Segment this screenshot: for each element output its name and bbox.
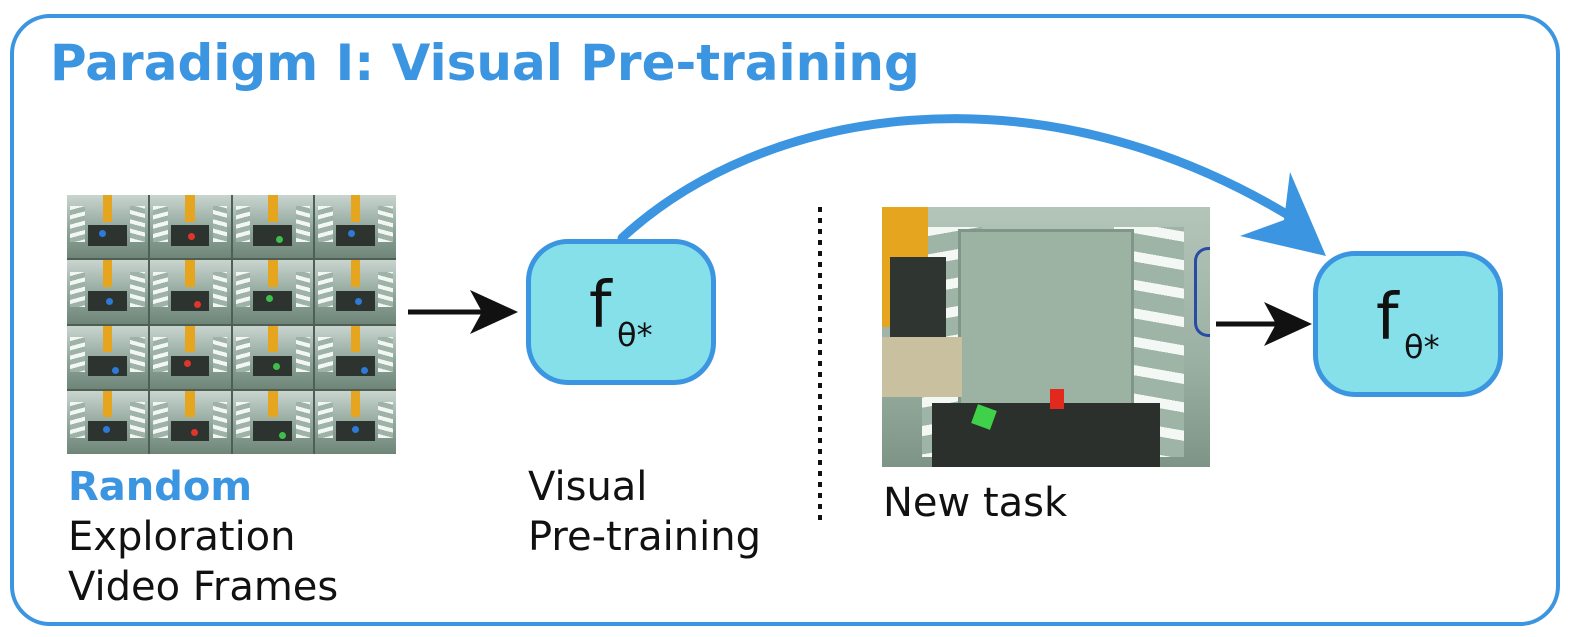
frame-thumbnail	[149, 325, 231, 389]
frame-thumbnail	[67, 325, 148, 389]
node-symbol: f	[589, 269, 612, 343]
frame-thumbnail	[315, 260, 396, 324]
arrow-frames-to-encoder	[408, 290, 518, 334]
new-task-image	[882, 207, 1210, 467]
frame-thumbnail	[232, 325, 314, 389]
exploration-frames-grid	[67, 195, 396, 454]
frame-thumbnail	[232, 260, 314, 324]
frame-thumbnail	[232, 390, 314, 454]
arrow-task-to-encoder	[1216, 302, 1312, 346]
frame-thumbnail	[67, 195, 148, 259]
right-label: New task	[883, 480, 1068, 526]
node-subscript-right: θ*	[1404, 328, 1440, 366]
frame-thumbnail	[315, 325, 396, 389]
center-label-line2: Pre-training	[528, 514, 761, 560]
center-label: Visual Pre-training	[528, 462, 761, 562]
node-symbol-right: f	[1376, 281, 1399, 355]
frame-thumbnail	[315, 195, 396, 259]
encoder-node-new-task: f θ*	[1313, 251, 1503, 397]
center-label-line1: Visual	[528, 464, 648, 510]
diagram-title: Paradigm I: Visual Pre-training	[50, 34, 920, 92]
red-cube	[1050, 389, 1064, 409]
node-subscript: θ*	[617, 316, 653, 354]
left-label-line2: Exploration	[68, 514, 296, 560]
frame-thumbnail	[149, 390, 231, 454]
frame-thumbnail	[232, 195, 314, 259]
frame-thumbnail	[315, 390, 396, 454]
transfer-arrow	[617, 114, 1326, 256]
frame-thumbnail	[149, 195, 231, 259]
frame-thumbnail	[67, 390, 148, 454]
frame-thumbnail	[67, 260, 148, 324]
left-label: Random Exploration Video Frames	[68, 462, 338, 612]
left-label-highlight: Random	[68, 464, 253, 510]
left-label-line3: Video Frames	[68, 564, 339, 610]
frame-thumbnail	[149, 260, 231, 324]
paradigm-frame	[10, 14, 1560, 626]
